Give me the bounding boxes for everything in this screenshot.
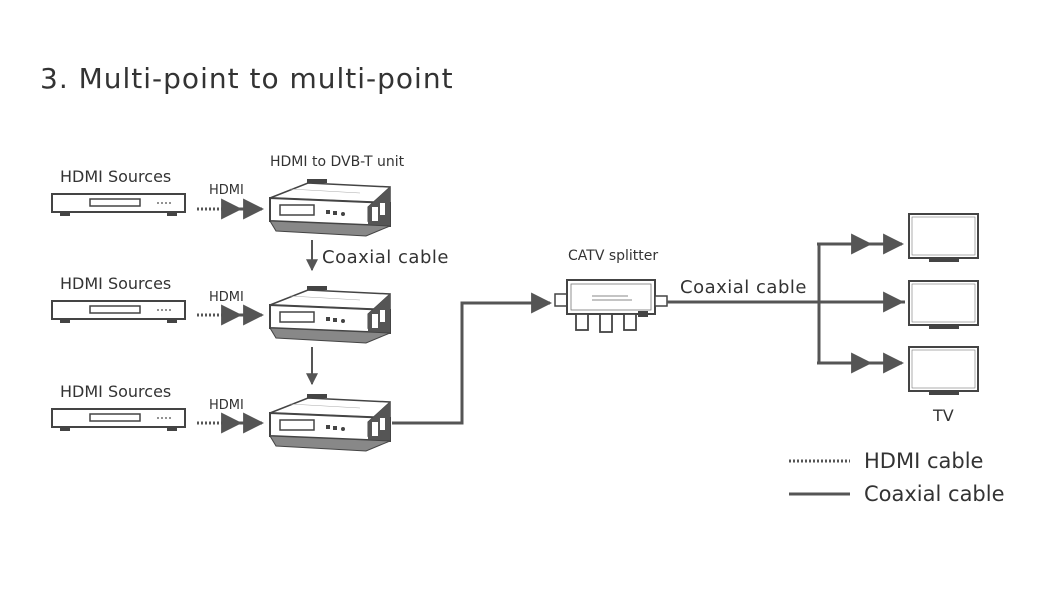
hdmi-source-device-3 (51, 408, 186, 432)
encoder-device-1 (269, 178, 391, 237)
encoder-device-3 (269, 393, 391, 452)
splitter-output-label: Coaxial cable (680, 277, 807, 298)
coax-to-splitter (392, 301, 512, 425)
tv-device-1 (908, 213, 979, 263)
source-label-3: HDMI Sources (60, 382, 172, 401)
encoder-label: HDMI to DVB-T unit (270, 154, 405, 170)
hdmi-source-device-2 (51, 300, 186, 324)
hdmi-cable-label-2: HDMI (209, 290, 244, 305)
tv-device-2 (908, 280, 979, 330)
source-label-2: HDMI Sources (60, 274, 172, 293)
catv-splitter-device (554, 279, 668, 333)
hdmi-source-device-1 (51, 193, 186, 217)
page-title: 3. Multi-point to multi-point (40, 62, 454, 95)
tv-label: TV (933, 406, 954, 425)
encoder-link-label: Coaxial cable (322, 247, 449, 268)
hdmi-cable-label-3: HDMI (209, 398, 244, 413)
splitter-label: CATV splitter (568, 248, 659, 264)
legend-coax-label: Coaxial cable (864, 482, 1005, 506)
source-label-1: HDMI Sources (60, 167, 172, 186)
tv-device-3 (908, 346, 979, 396)
encoder-device-2 (269, 285, 391, 344)
legend-hdmi-label: HDMI cable (864, 449, 984, 473)
hdmi-cable-label-1: HDMI (209, 183, 244, 198)
